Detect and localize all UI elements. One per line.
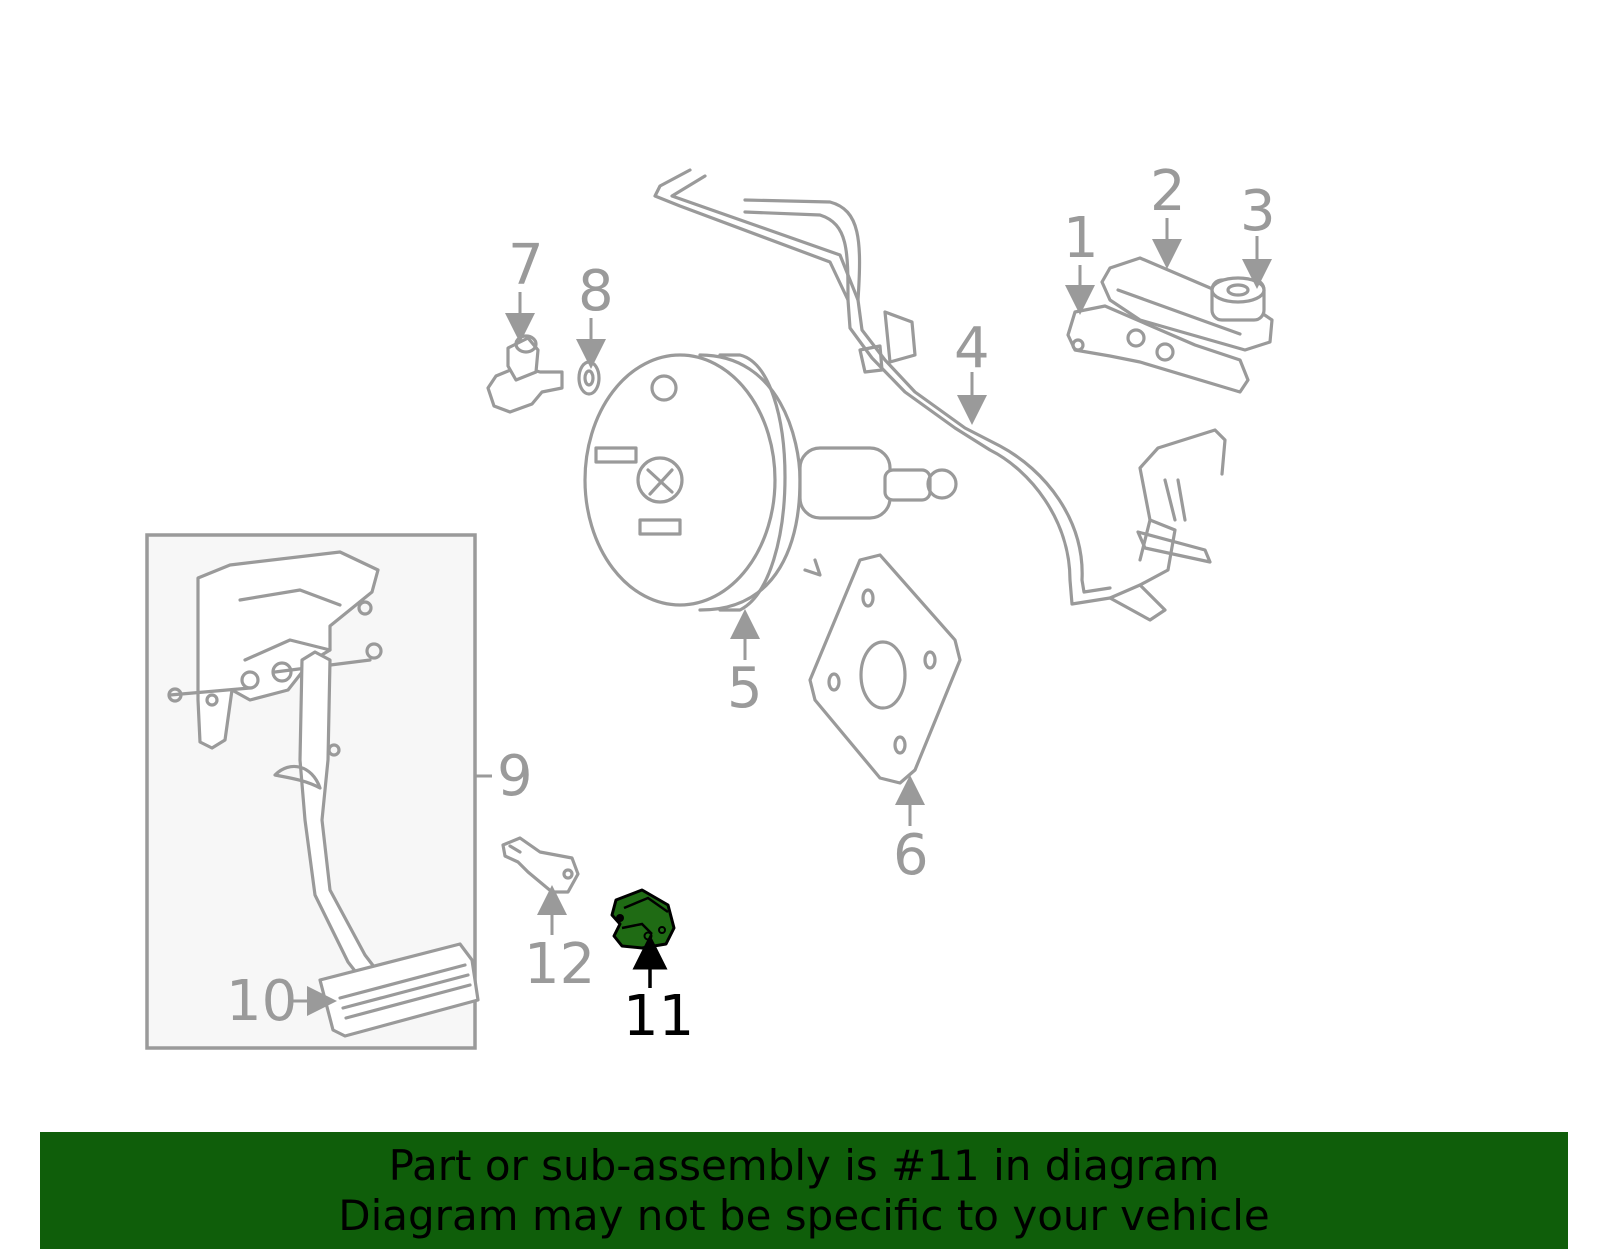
callout-6: 6 bbox=[893, 823, 929, 888]
callout-12: 12 bbox=[524, 932, 595, 997]
callout-1: 1 bbox=[1063, 206, 1099, 271]
callout-9: 9 bbox=[497, 744, 533, 809]
stoplamp-switch-part-11 bbox=[610, 888, 676, 950]
callout-labels: 1 2 3 4 5 6 7 8 9 10 11 12 bbox=[226, 159, 1276, 1049]
callout-4: 4 bbox=[954, 316, 990, 381]
pedal-assembly-part-9 bbox=[145, 533, 480, 1050]
grommet-part-8 bbox=[577, 360, 601, 396]
info-banner: Part or sub-assembly is #11 in diagram D… bbox=[40, 1132, 1568, 1249]
fluid-reservoir-part-2 bbox=[1100, 256, 1274, 352]
reservoir-cap-part-3 bbox=[1210, 276, 1266, 322]
callout-11: 11 bbox=[623, 984, 694, 1049]
callout-3: 3 bbox=[1240, 179, 1276, 244]
callout-10: 10 bbox=[226, 969, 297, 1034]
vacuum-hose-part-4 bbox=[653, 168, 1227, 622]
leader-lines bbox=[290, 218, 1272, 1016]
clip-bracket-part-12 bbox=[501, 836, 580, 894]
callout-7: 7 bbox=[508, 233, 544, 298]
brake-booster-part-5 bbox=[583, 353, 958, 612]
callout-5: 5 bbox=[727, 656, 763, 721]
gasket-part-6 bbox=[808, 553, 962, 785]
callout-2: 2 bbox=[1150, 159, 1186, 224]
banner-line-part-info: Part or sub-assembly is #11 in diagram bbox=[388, 1140, 1220, 1190]
banner-line-disclaimer: Diagram may not be specific to your vehi… bbox=[338, 1190, 1270, 1240]
check-valve-part-7 bbox=[486, 334, 564, 414]
master-cylinder-part-1 bbox=[1066, 304, 1250, 394]
callout-8: 8 bbox=[578, 259, 614, 324]
